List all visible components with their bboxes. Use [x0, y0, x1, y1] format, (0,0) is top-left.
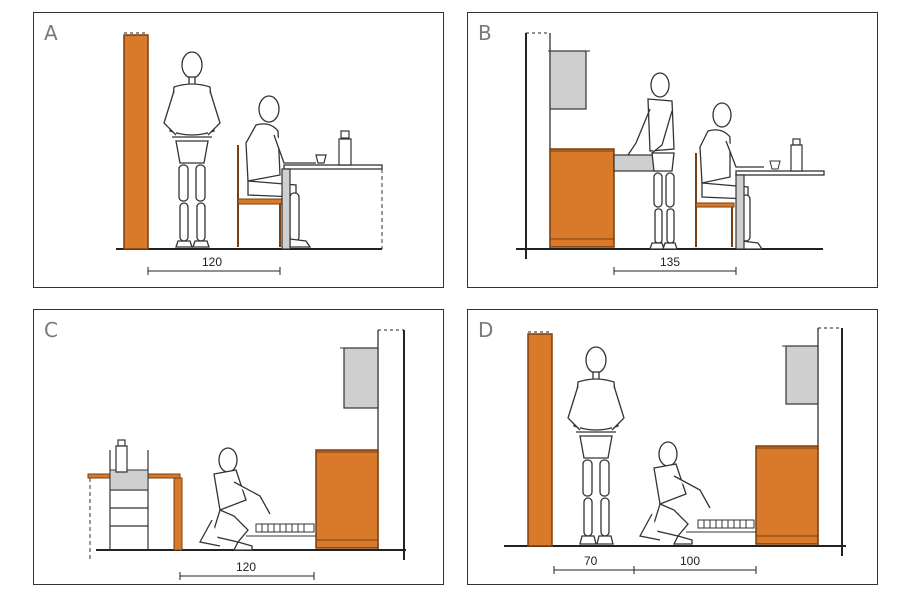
- table-leg: [735, 174, 745, 250]
- bottle: [338, 130, 352, 166]
- dimension-line-c: [179, 572, 315, 580]
- cup: [769, 160, 781, 170]
- dishwasher-rack: [686, 519, 756, 533]
- bottle: [115, 439, 128, 473]
- panel-a-drawing: 120: [116, 32, 383, 275]
- table-leg: [173, 477, 183, 551]
- table: [281, 164, 383, 250]
- chair-seat: [237, 198, 283, 205]
- bottle: [790, 138, 803, 172]
- cup: [315, 154, 327, 164]
- standing-figure: [163, 51, 221, 248]
- panel-d-label: D: [478, 318, 494, 342]
- panel-a-label: A: [44, 21, 58, 45]
- seated-figure: [245, 95, 316, 248]
- tall-cabinet: [123, 34, 149, 250]
- dimension-label-d-100: 100: [680, 554, 700, 568]
- base-cabinet: [755, 445, 819, 545]
- wall-cabinet: [785, 345, 819, 405]
- panel-b: B: [467, 12, 878, 288]
- table-top: [735, 170, 825, 176]
- dimension-label-b-135: 135: [660, 255, 680, 269]
- panel-c-drawing: 120: [87, 329, 406, 580]
- panel-b-drawing: 135: [516, 32, 825, 275]
- dimension-label-d-70: 70: [584, 554, 598, 568]
- standing-figure: [567, 346, 625, 545]
- chair-seat: [109, 469, 149, 491]
- squatting-figure: [639, 441, 711, 545]
- open-drawer: [613, 154, 659, 172]
- panel-a: A: [33, 12, 444, 288]
- wall-cabinet: [343, 347, 379, 409]
- tall-cabinet: [527, 333, 553, 547]
- squatting-figure: [199, 447, 271, 551]
- standing-figure: [627, 72, 678, 250]
- dishwasher-rack: [246, 523, 316, 537]
- dimension-line-d-100: [634, 566, 757, 574]
- wall-cabinet: [549, 50, 587, 110]
- panel-d: D: [467, 309, 878, 585]
- panel-b-label: B: [478, 21, 492, 45]
- panel-d-drawing: 70 100: [504, 327, 846, 574]
- base-cabinet: [315, 449, 379, 549]
- chair-seat: [695, 202, 735, 208]
- panel-c-label: C: [44, 318, 58, 342]
- base-cabinet: [549, 148, 615, 248]
- dimension-line-a: [147, 267, 281, 275]
- dimension-line-b: [613, 267, 737, 275]
- panel-c: C: [33, 309, 444, 585]
- dimension-label-a-120: 120: [202, 255, 222, 269]
- dimension-label-c-120: 120: [236, 560, 256, 574]
